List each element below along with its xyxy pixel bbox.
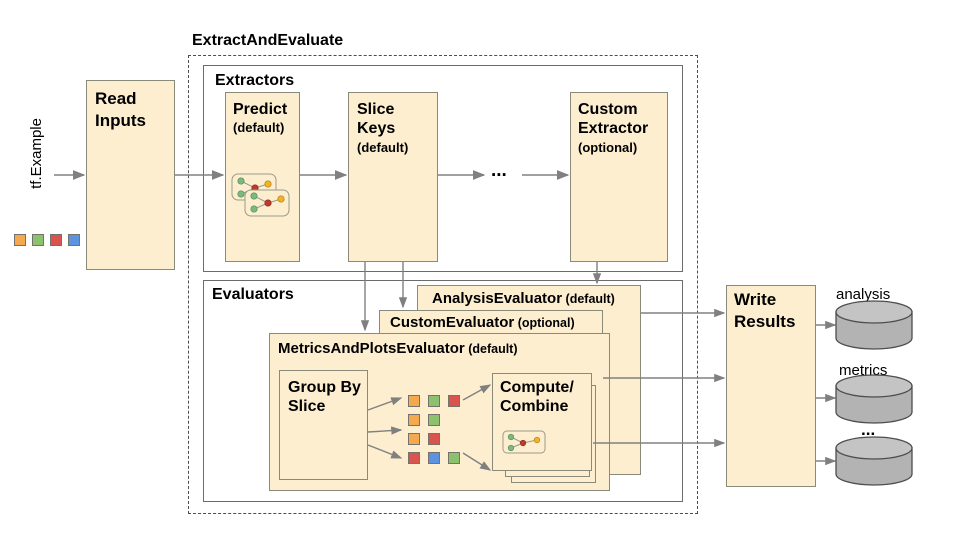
- read-inputs-label: Read Inputs: [95, 88, 169, 132]
- compute-combine-box[interactable]: [492, 373, 592, 471]
- input-swatch: [32, 234, 44, 246]
- metrics-evaluator-qualifier: (default): [468, 342, 518, 356]
- slice-swatch: [428, 414, 440, 426]
- output-label-metrics: metrics: [839, 362, 888, 379]
- slice-swatch: [408, 452, 420, 464]
- compute-line1: Compute/: [500, 379, 574, 396]
- extractor-custom-name: Custom Extractor: [578, 100, 670, 138]
- evaluator-custom-name: CustomEvaluator (optional): [390, 314, 575, 331]
- extractor-custom-qualifier: (optional): [578, 140, 638, 155]
- slice-swatch: [428, 395, 440, 407]
- evaluator-analysis-name: AnalysisEvaluator (default): [432, 290, 615, 307]
- custom-evaluator-text: CustomEvaluator: [390, 314, 515, 331]
- compute-combine-label: Compute/ Combine: [500, 378, 592, 416]
- extractor-slice-keys-box[interactable]: [348, 92, 438, 262]
- write-results-text: Write Results: [734, 290, 796, 331]
- group-by-slice-box[interactable]: [279, 370, 368, 480]
- slice-swatch: [428, 452, 440, 464]
- extract-and-evaluate-title: ExtractAndEvaluate: [192, 32, 344, 49]
- input-label: tf.Example: [28, 118, 45, 189]
- slice-swatch: [428, 433, 440, 445]
- output-label-ellipsis: ...: [861, 420, 876, 439]
- analysis-evaluator-qualifier: (default): [565, 292, 615, 306]
- input-swatch: [50, 234, 62, 246]
- custom-evaluator-qualifier: (optional): [517, 316, 575, 330]
- read-inputs-text: Read Inputs: [95, 89, 146, 130]
- extractor-slice-keys-name: Slice Keys: [357, 100, 419, 138]
- evaluators-title: Evaluators: [212, 286, 294, 303]
- output-cylinder-other: [835, 436, 913, 486]
- extractors-title: Extractors: [215, 72, 295, 89]
- extractor-predict-qualifier: (default): [233, 120, 285, 135]
- input-swatch: [68, 234, 80, 246]
- group-by-slice-label: Group By Slice: [288, 378, 366, 416]
- read-inputs-box[interactable]: [86, 80, 175, 270]
- slice-swatch: [448, 452, 460, 464]
- extractor-predict-name: Predict: [233, 101, 288, 118]
- metrics-evaluator-text: MetricsAndPlotsEvaluator: [278, 340, 465, 357]
- extract-and-evaluate-container: [188, 55, 698, 514]
- slice-swatch: [408, 433, 420, 445]
- compute-line2: Combine: [500, 398, 569, 415]
- slice-swatch: [408, 395, 420, 407]
- custom-extractor-text: Custom Extractor: [578, 101, 649, 137]
- output-cylinder-metrics: [835, 374, 913, 424]
- group-by-slice-text: Group By Slice: [288, 379, 361, 415]
- output-label-analysis: analysis: [836, 286, 891, 303]
- slice-keys-text: Slice Keys: [357, 101, 396, 137]
- output-cylinder-analysis: [835, 300, 913, 350]
- evaluator-metrics-name: MetricsAndPlotsEvaluator (default): [278, 340, 518, 357]
- slice-swatch: [448, 395, 460, 407]
- analysis-evaluator-text: AnalysisEvaluator: [432, 290, 563, 307]
- slice-swatch: [408, 414, 420, 426]
- write-results-box[interactable]: [726, 285, 816, 487]
- extractors-ellipsis: ...: [491, 160, 507, 181]
- write-results-label: Write Results: [734, 289, 814, 333]
- extractor-custom-box[interactable]: [570, 92, 668, 262]
- input-swatch: [14, 234, 26, 246]
- extractor-slice-keys-qualifier: (default): [357, 140, 409, 155]
